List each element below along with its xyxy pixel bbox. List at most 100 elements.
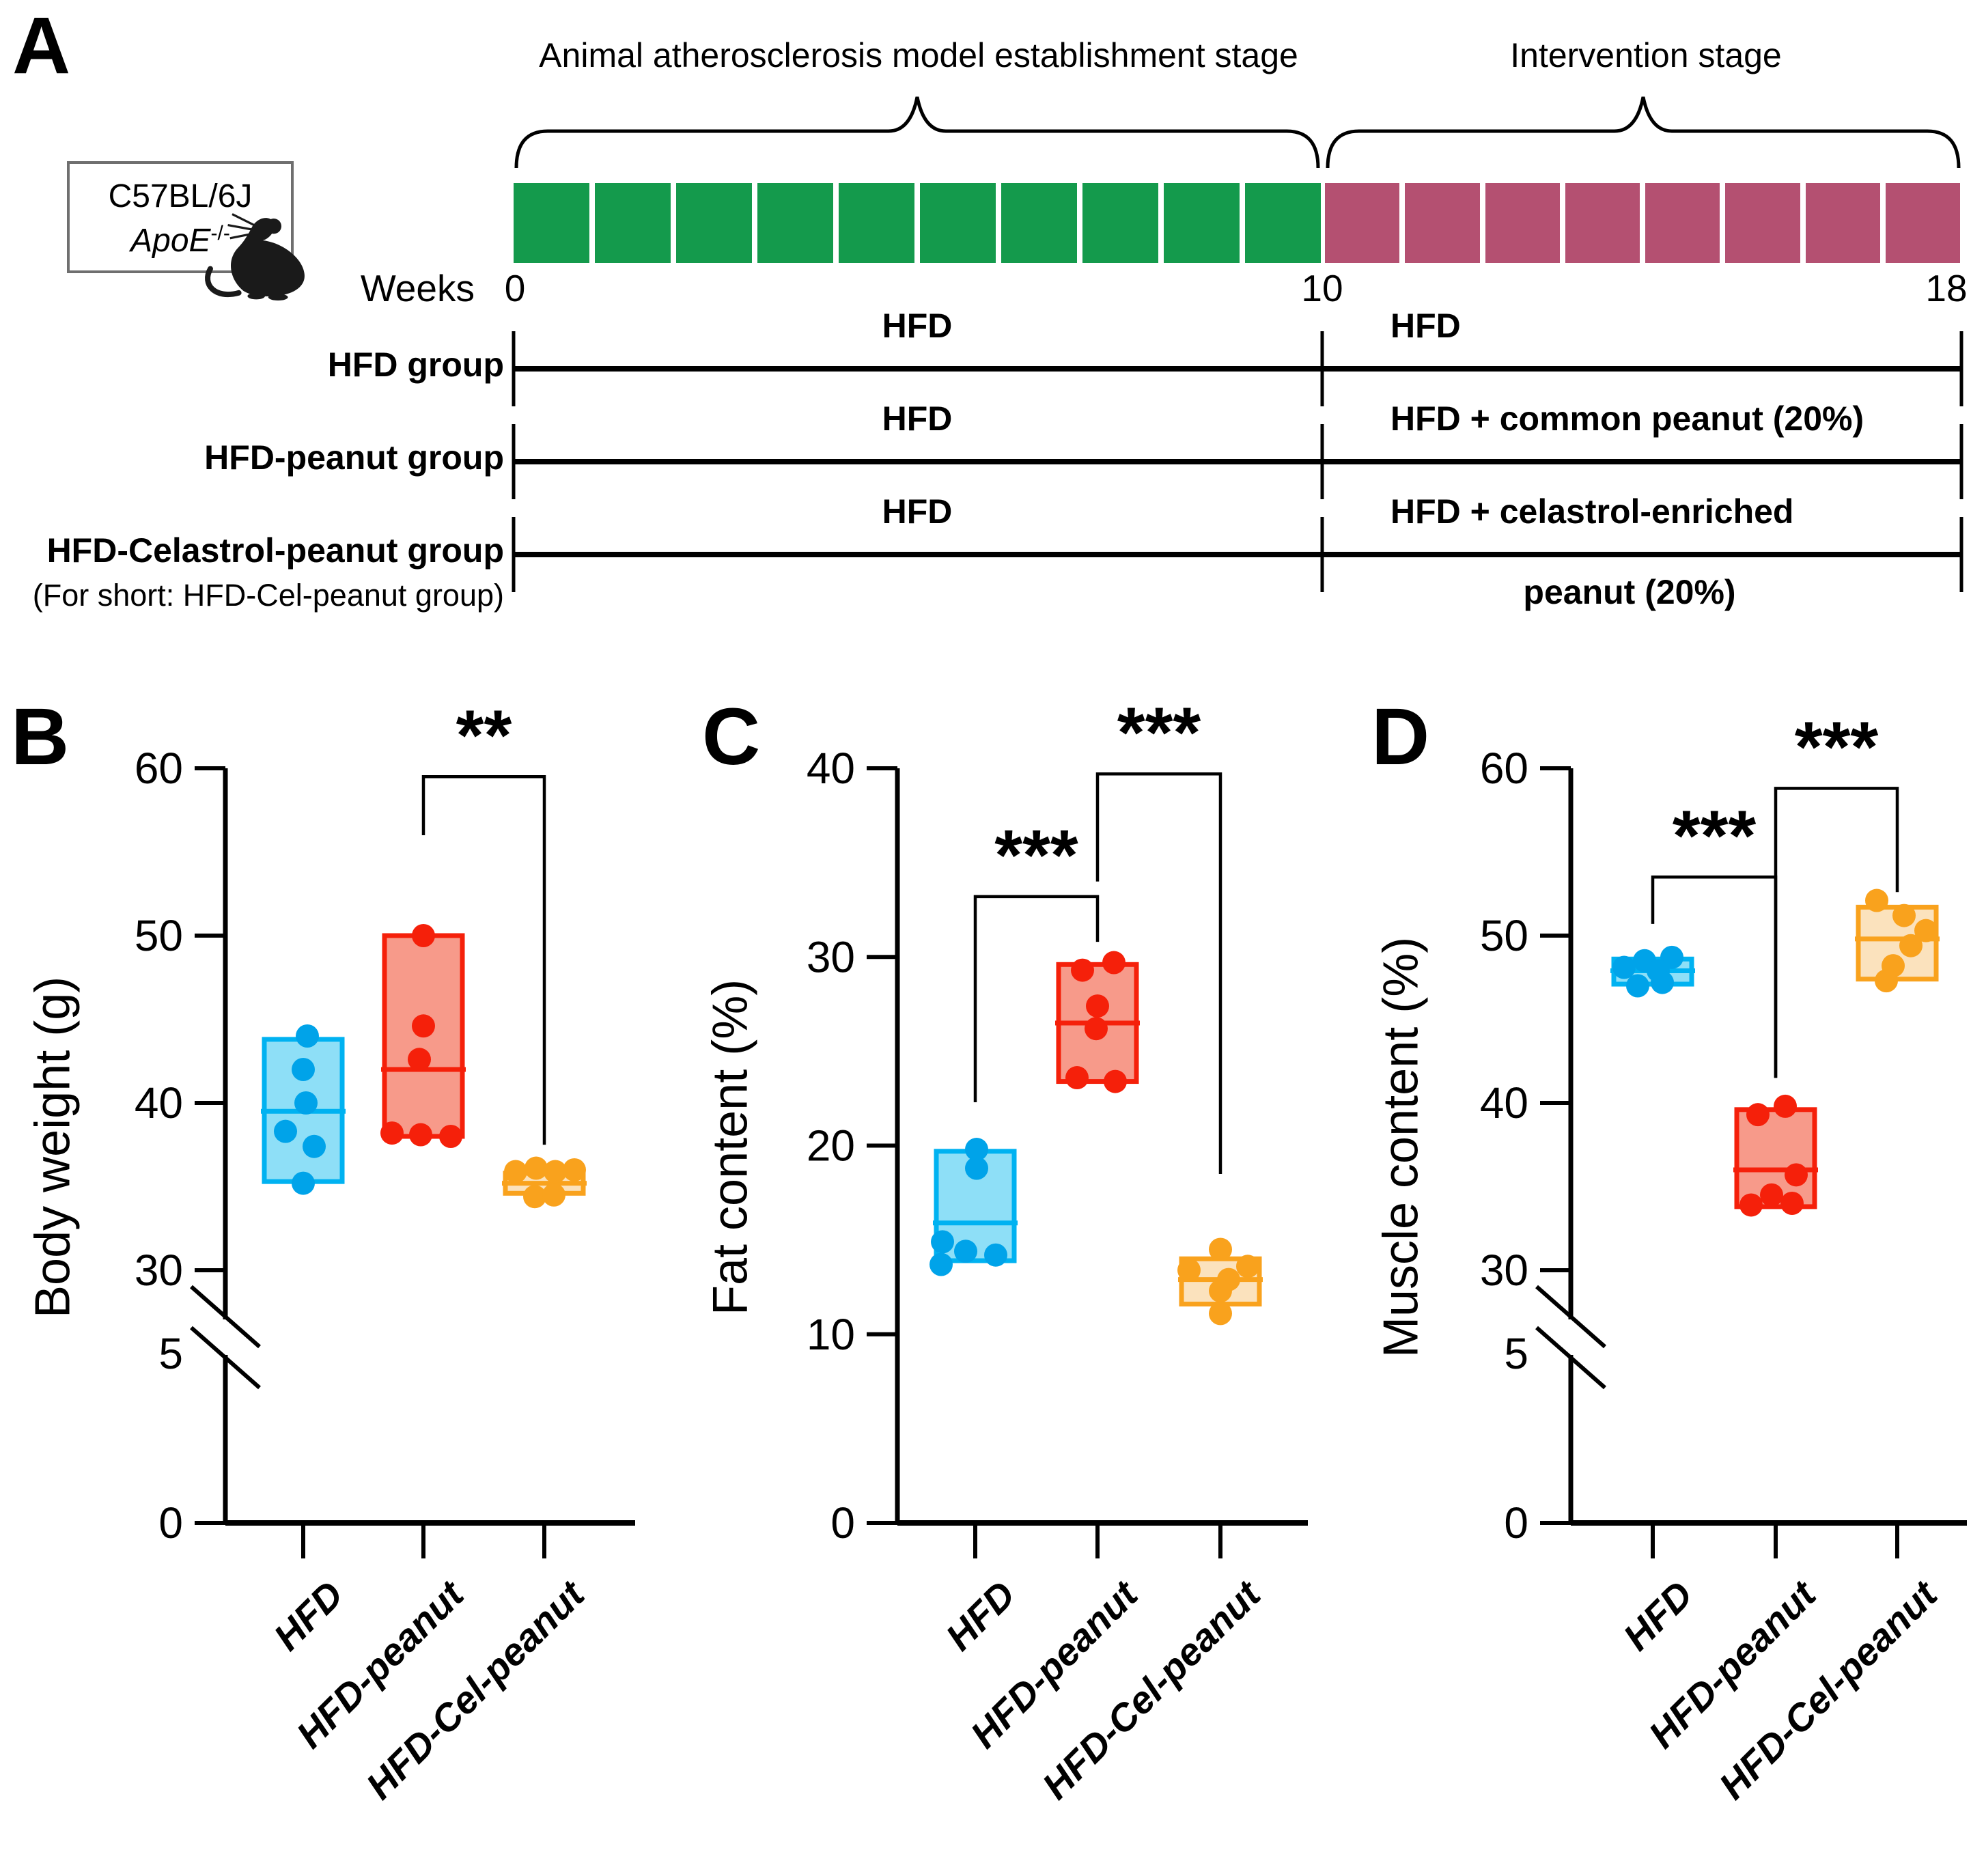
- data-point-HFD-peanut: [1102, 951, 1126, 975]
- data-point-HFD-peanut: [408, 1048, 431, 1072]
- data-point-HFD-Cel-peanut: [1209, 1302, 1232, 1326]
- data-point-HFD: [931, 1230, 954, 1254]
- data-point-HFD-peanut: [1739, 1193, 1763, 1217]
- y-tick-label: 40: [1480, 1078, 1528, 1128]
- group-1-seg2-label: HFD: [1390, 307, 1461, 345]
- y-tick-label: 50: [1480, 911, 1528, 960]
- group-2-seg2-label: HFD + common peanut (20%): [1390, 400, 1864, 438]
- y-tick-label: 60: [1480, 744, 1528, 793]
- y-tick-label: 40: [135, 1078, 183, 1128]
- data-point-HFD-peanut: [1785, 1163, 1808, 1187]
- significance-bracket: [1095, 772, 1222, 1174]
- week-tick-18: 18: [1925, 267, 1968, 309]
- data-point-HFD: [303, 1134, 326, 1158]
- week-tick-10: 10: [1301, 267, 1343, 309]
- y-axis-break-slash: [1535, 1285, 1606, 1349]
- data-point-HFD-peanut: [1065, 1066, 1089, 1090]
- panel-d-letter: D: [1371, 692, 1430, 782]
- significance-label: ***: [1673, 796, 1757, 876]
- panel-a-letter: A: [12, 1, 71, 91]
- stage2-week-blocks: [1325, 183, 1960, 263]
- week-block-stage2: [1565, 183, 1640, 263]
- y-axis-break-label: 5: [158, 1329, 183, 1378]
- significance-bracket: [421, 775, 546, 1145]
- data-point-HFD-peanut: [409, 1123, 432, 1147]
- week-block-stage1: [1082, 183, 1158, 263]
- y-tick-label: 10: [807, 1310, 855, 1359]
- panel-b-letter: B: [11, 692, 70, 782]
- y-axis-break-slash: [1535, 1326, 1606, 1390]
- week-block-stage2: [1805, 183, 1880, 263]
- data-point-HFD: [954, 1240, 977, 1263]
- significance-label: ***: [994, 815, 1078, 895]
- data-point-HFD-peanut: [1760, 1183, 1783, 1207]
- data-point-HFD-Cel-peanut: [1914, 919, 1938, 942]
- group-1-label: HFD group: [327, 346, 504, 384]
- data-point-HFD-Cel-peanut: [504, 1160, 527, 1184]
- stage1-brace: [514, 96, 1320, 169]
- significance-bracket: [1774, 787, 1899, 1078]
- week-block-stage1: [1245, 183, 1321, 263]
- group-3-seg2-label: HFD + celastrol-enriched: [1390, 492, 1794, 531]
- group-timelines: [512, 331, 1963, 592]
- data-point-HFD-Cel-peanut: [1875, 969, 1898, 993]
- week-block-stage1: [1164, 183, 1240, 263]
- stage1-title: Animal atherosclerosis model establishme…: [539, 36, 1298, 74]
- stage1-week-blocks: [514, 183, 1321, 263]
- group-3-seg2b-label: peanut (20%): [1523, 573, 1736, 611]
- data-point-HFD-Cel-peanut: [523, 1185, 546, 1209]
- y-axis-break-slash: [190, 1285, 261, 1349]
- week-block-stage2: [1725, 183, 1800, 263]
- data-point-HFD: [294, 1091, 318, 1115]
- significance-bracket: [973, 895, 1100, 1102]
- data-point-HFD: [1651, 970, 1674, 994]
- y-tick-label: 0: [1504, 1498, 1528, 1548]
- mouse-strain-line1: C57BL/6J: [108, 178, 253, 214]
- data-point-HFD-peanut: [1086, 994, 1109, 1018]
- data-point-HFD-peanut: [1085, 1017, 1108, 1041]
- data-point-HFD: [1626, 974, 1649, 998]
- data-point-HFD: [274, 1119, 297, 1143]
- week-block-stage1: [676, 183, 752, 263]
- data-point-HFD-Cel-peanut: [1209, 1237, 1232, 1261]
- week-block-stage1: [1001, 183, 1077, 263]
- data-point-HFD: [296, 1024, 319, 1048]
- y-tick-label: 40: [807, 744, 855, 793]
- data-point-HFD-Cel-peanut: [544, 1160, 567, 1184]
- data-point-HFD: [965, 1156, 988, 1180]
- y-tick-label: 30: [807, 932, 855, 981]
- data-point-HFD-peanut: [1780, 1192, 1804, 1215]
- data-point-HFD-Cel-peanut: [1209, 1279, 1232, 1303]
- significance-label: **: [456, 695, 512, 775]
- stage2-brace: [1326, 96, 1961, 169]
- data-point-HFD: [292, 1171, 315, 1195]
- y-axis-break-label: 5: [1504, 1329, 1528, 1378]
- week-block-stage2: [1405, 183, 1480, 263]
- data-point-HFD: [984, 1243, 1007, 1267]
- data-point-HFD-Cel-peanut: [1892, 904, 1916, 927]
- weeks-label: Weeks: [360, 267, 475, 309]
- data-point-HFD-Cel-peanut: [542, 1183, 565, 1207]
- data-point-HFD-Cel-peanut: [1177, 1258, 1201, 1282]
- y-tick-label: 60: [135, 744, 183, 793]
- week-block-stage1: [757, 183, 833, 263]
- week-block-stage1: [839, 183, 914, 263]
- week-block-stage1: [920, 183, 996, 263]
- data-point-HFD-peanut: [1071, 958, 1094, 982]
- week-block-stage1: [514, 183, 589, 263]
- group-3-subnote: (For short: HFD-Cel-peanut group): [32, 578, 504, 613]
- data-point-HFD-peanut: [380, 1121, 404, 1145]
- y-tick-label: 20: [807, 1121, 855, 1171]
- week-block-stage2: [1485, 183, 1560, 263]
- data-point-HFD-Cel-peanut: [1865, 888, 1888, 912]
- data-point-HFD-peanut: [412, 924, 435, 947]
- significance-label: ***: [1795, 707, 1879, 787]
- data-point-HFD-peanut: [1774, 1094, 1797, 1118]
- week-tick-0: 0: [504, 267, 526, 309]
- data-point-HFD: [1612, 955, 1636, 979]
- group-2-label: HFD-peanut group: [204, 438, 504, 477]
- data-point-HFD-Cel-peanut: [1236, 1255, 1259, 1278]
- significance-label: ***: [1117, 692, 1201, 772]
- data-point-HFD-peanut: [439, 1125, 462, 1148]
